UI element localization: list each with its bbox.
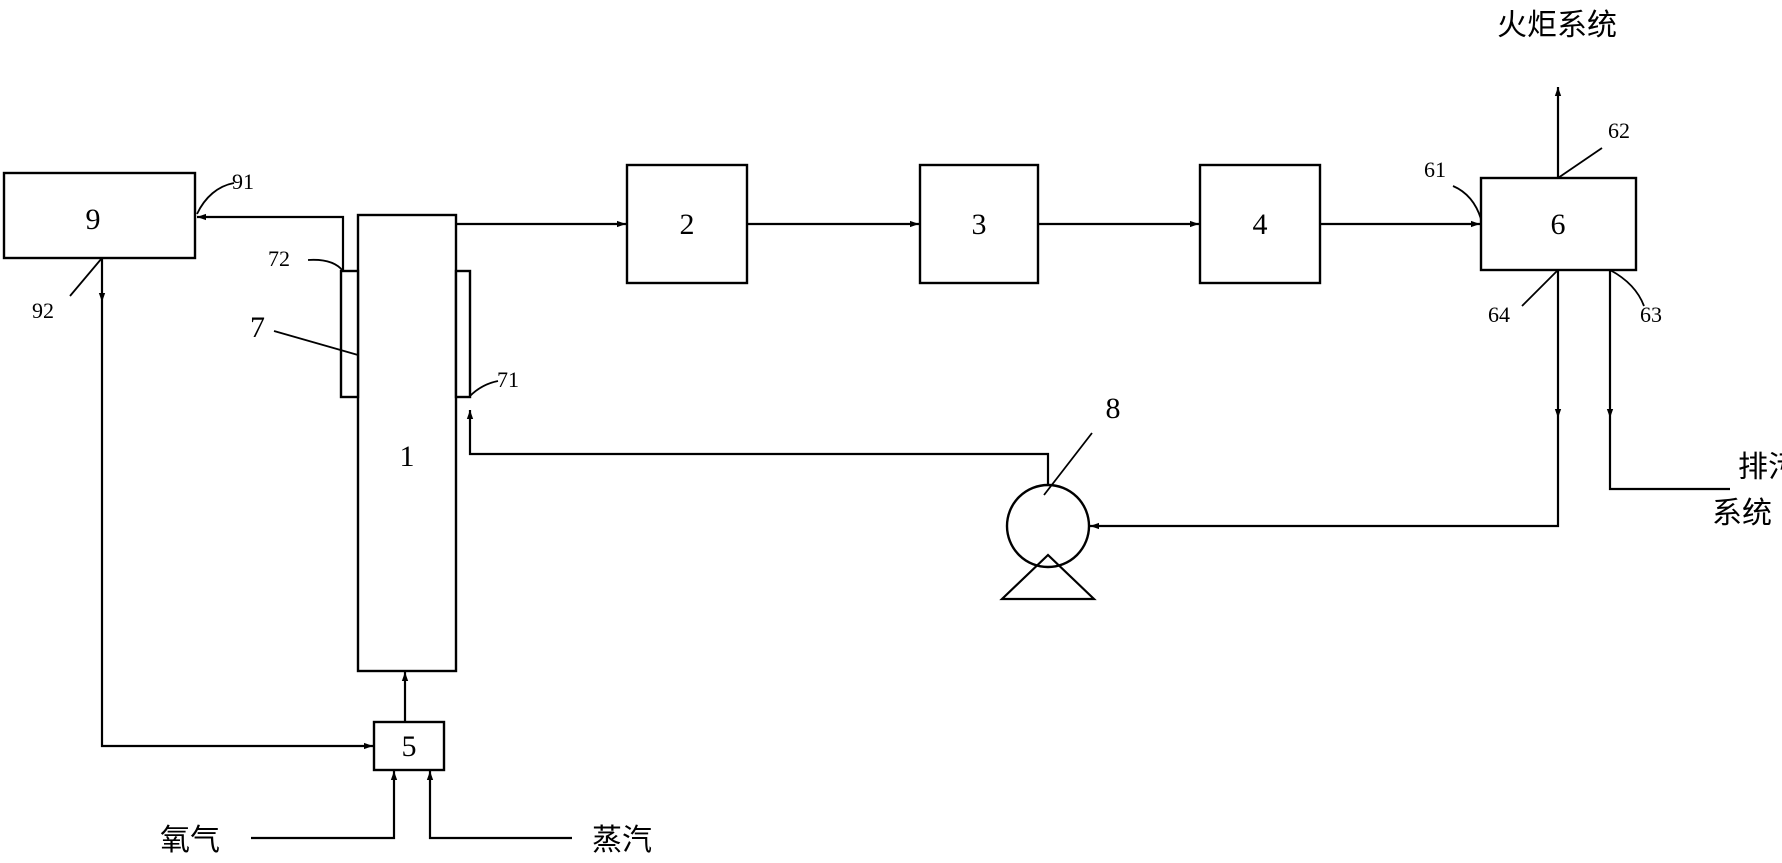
leader-72 (307, 258, 344, 272)
unit-2-box: 2 (625, 163, 749, 285)
steam-label: 蒸汽 (592, 823, 652, 858)
unit-5-box: 5 (372, 720, 446, 772)
unit-1-label: 1 (400, 440, 415, 473)
leader-63 (1609, 269, 1645, 307)
unit-9-label: 9 (86, 203, 101, 236)
unit-3-box: 3 (918, 163, 1040, 285)
unit-6-label: 6 (1551, 208, 1566, 241)
port-71-label: 71 (497, 367, 519, 392)
port-62-label: 62 (1608, 118, 1630, 143)
oxygen-label: 氧气 (160, 823, 220, 858)
unit-8-pump: 8 (999, 392, 1121, 601)
unit-4-label: 4 (1253, 208, 1268, 241)
port-72-label: 72 (268, 246, 290, 271)
flow-jacket-72-to-9 (197, 213, 345, 271)
leader-92 (69, 257, 103, 297)
flow-6-to-pump (1090, 418, 1560, 530)
port-63-label: 63 (1640, 302, 1662, 327)
port-61-label: 61 (1424, 157, 1446, 182)
unit-4-box: 4 (1198, 163, 1322, 285)
unit-5-label: 5 (402, 730, 417, 763)
leader-64 (1521, 269, 1559, 307)
flow-steam-to-5 (426, 771, 572, 840)
blowdown-system-label-line1: 排污 (1738, 450, 1782, 485)
leader-71 (469, 380, 499, 397)
unit-7-jacket-left (339, 269, 360, 399)
flow-oxygen-to-5 (251, 771, 398, 840)
flare-system-label: 火炬系统 (1497, 8, 1617, 43)
blowdown-system-label-line2: 系统 (1712, 496, 1772, 531)
flow-9-to-5 (100, 302, 373, 750)
leader-8 (1043, 432, 1093, 496)
leader-91 (196, 182, 235, 215)
flow-pump-to-jacket-71 (466, 410, 1050, 485)
unit-8-label: 8 (1106, 392, 1121, 425)
unit-7-label: 7 (250, 311, 265, 344)
unit-2-label: 2 (680, 208, 695, 241)
unit-3-label: 3 (972, 208, 987, 241)
unit-9-box: 9 (2, 171, 197, 260)
leader-61 (1452, 185, 1482, 220)
leader-62 (1557, 147, 1603, 179)
unit-6-box: 6 (1479, 176, 1638, 272)
port-91-label: 91 (232, 169, 254, 194)
unit-7-jacket-right (454, 269, 472, 399)
flow-to-blowdown (1608, 418, 1730, 491)
port-92-label: 92 (32, 298, 54, 323)
unit-1-column: 1 (356, 213, 458, 673)
port-64-label: 64 (1488, 302, 1510, 327)
leader-7 (273, 330, 359, 356)
